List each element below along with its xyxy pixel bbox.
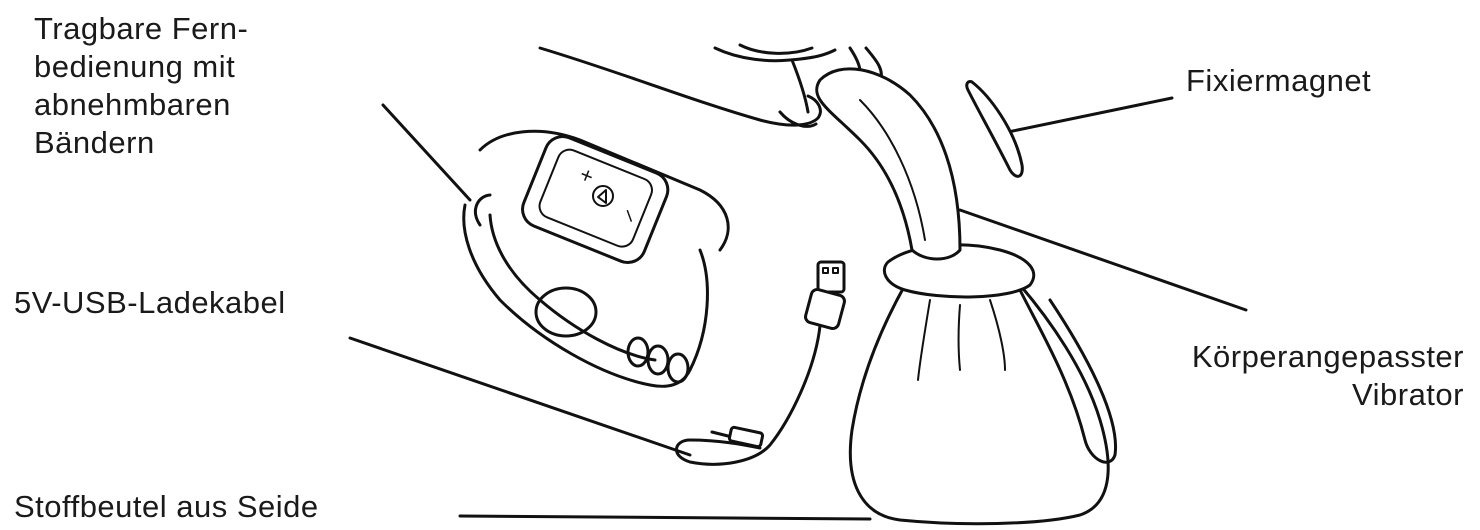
vibrator-illustration (817, 69, 960, 259)
leader-line-magnet (1008, 98, 1172, 132)
label-magnet: Fixiermagnet (1186, 62, 1371, 100)
label-remote: Tragbare Fern- bedienung mit abnehmbaren… (34, 10, 248, 162)
leader-line-bag (460, 516, 870, 519)
silk-bag-illustration (850, 245, 1115, 524)
label-usb-cable: 5V-USB-Ladekabel (14, 284, 286, 322)
leader-line-remote (383, 105, 470, 200)
usb-cable-illustration (676, 262, 845, 464)
label-remote-line-4: Bändern (34, 124, 248, 162)
label-remote-line-2: bedienung mit (34, 48, 248, 86)
label-remote-line-3: abnehmbaren (34, 86, 248, 124)
label-vibrator-line-2: Vibrator (1192, 376, 1464, 414)
magnet-illustration (967, 81, 1023, 176)
label-silk-bag: Stoffbeutel aus Seide (14, 488, 319, 526)
label-vibrator-line-1: Körperangepasster (1192, 338, 1464, 376)
label-vibrator: Körperangepasster Vibrator (1192, 338, 1464, 414)
label-remote-line-1: Tragbare Fern- (34, 10, 248, 48)
